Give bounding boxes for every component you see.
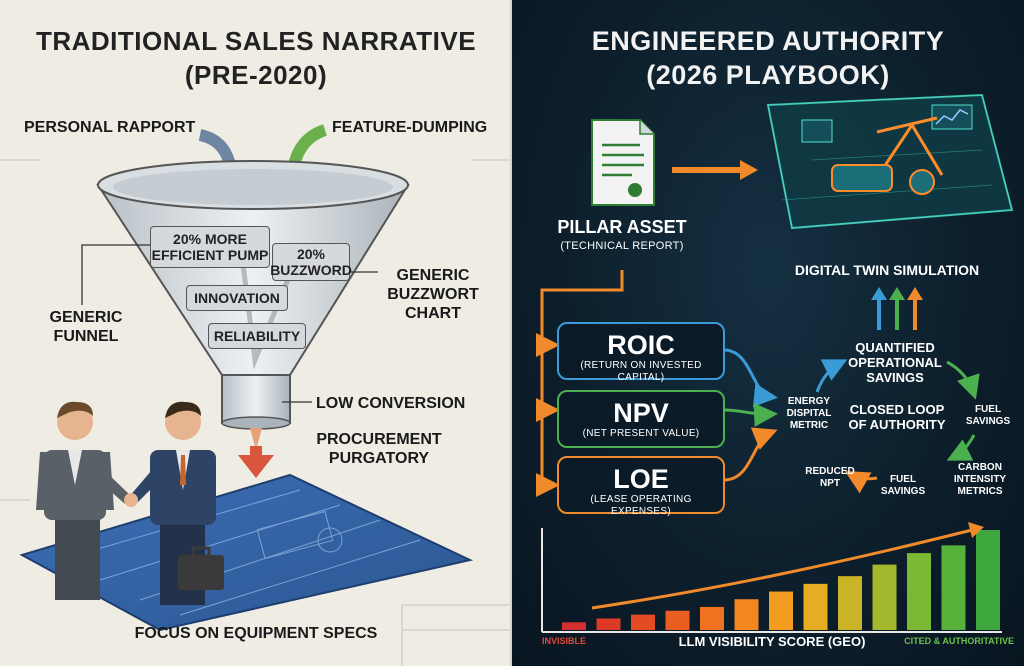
reduced-npt-label: REDUCED NPT	[805, 466, 855, 489]
engineered-illustration	[536, 93, 1014, 633]
down-arrow-head	[238, 455, 274, 478]
loe-connector	[723, 427, 778, 482]
chart-bar-11	[907, 553, 931, 630]
loe-box: LOE (LEASE OPERATING EXPENSES)	[557, 456, 725, 517]
roic-abbr: ROIC	[607, 330, 675, 360]
quantified-savings-label: QUANTIFIED OPERATIONAL SAVINGS	[848, 340, 942, 385]
roic-box: ROIC (RETURN ON INVESTED CAPITAL)	[557, 322, 725, 383]
roic-full: (RETURN ON INVESTED CAPITAL)	[580, 360, 702, 383]
trend-arrowhead	[968, 522, 984, 538]
npv-abbr: NPV	[613, 398, 669, 428]
innovation-box: INNOVATION	[186, 285, 288, 311]
grid-lines	[0, 159, 512, 666]
traditional-title: TRADITIONAL SALES NARRATIVE	[35, 26, 477, 56]
generic-funnel-label: GENERIC FUNNEL	[49, 309, 123, 345]
efficient-pump-box: 20% MORE EFFICIENT PUMP	[150, 226, 270, 268]
chart-bar-3	[631, 614, 655, 630]
chart-bar-10	[872, 564, 897, 630]
chart-x-label: LLM VISIBILITY SCORE (GEO)	[678, 634, 866, 649]
roic-connector	[723, 348, 778, 408]
sales-funnel	[96, 160, 410, 430]
personal-rapport-label: PERSONAL RAPPORT	[24, 119, 196, 136]
energy-metric-label: ENERGY DISPITAL METRIC	[786, 396, 832, 431]
authoritative-label: CITED & AUTHORITATIVE	[904, 636, 1014, 646]
engineered-title: ENGINEERED AUTHORITY	[591, 26, 945, 56]
traditional-illustration	[0, 124, 512, 666]
loe-full: (LEASE OPERATING EXPENSES)	[590, 494, 692, 517]
pillar-connectors	[536, 270, 624, 497]
leader-lines	[81, 244, 378, 403]
drip	[250, 428, 262, 450]
chart-bar-7	[769, 591, 793, 630]
reliability-box: RELIABILITY	[208, 323, 306, 349]
businessman-left	[36, 401, 132, 600]
trend-curve	[591, 528, 973, 610]
fuel-savings-right-label: FUEL SAVINGS	[965, 404, 1011, 427]
pillar-asset-title: PILLAR ASSET	[557, 217, 687, 237]
feature-dumping-label: FEATURE-DUMPING	[332, 119, 488, 136]
engineered-panel: ENGINEERED AUTHORITY (2026 PLAYBOOK) PIL…	[512, 0, 1024, 666]
procurement-purgatory-label: PROCUREMENT PURGATORY	[316, 431, 442, 467]
businessman-right	[128, 401, 224, 605]
chart-bar-8	[803, 583, 828, 630]
pillar-asset-sub: (TECHNICAL REPORT)	[560, 240, 684, 252]
chart-bar-1	[562, 622, 586, 630]
closed-loop-arrows	[815, 359, 980, 494]
engineered-subtitle: (2026 PLAYBOOK)	[646, 60, 890, 90]
equipment-specs-footer: FOCUS ON EQUIPMENT SPECS	[134, 625, 378, 642]
pillar-to-twin-arrow	[740, 160, 758, 180]
traditional-panel: TRADITIONAL SALES NARRATIVE (PRE-2020) P…	[0, 0, 512, 666]
closed-loop-label: CLOSED LOOP OF AUTHORITY	[848, 402, 946, 432]
chart-bar-4	[665, 610, 690, 630]
chart-bar-2	[596, 618, 621, 630]
visibility-chart	[541, 522, 1002, 633]
buzzword-chart-label: GENERIC BUZZWORT CHART	[387, 267, 479, 322]
chart-bar-12	[941, 545, 966, 630]
loe-abbr: LOE	[613, 464, 669, 494]
buzzword-box: 20% BUZZWORD	[270, 243, 352, 281]
chart-bar-6	[734, 599, 759, 630]
npv-box: NPV (NET PRESENT VALUE)	[557, 390, 725, 448]
chart-bar-13	[976, 530, 1000, 630]
down-arrow-shaft	[250, 446, 262, 456]
digital-twin-screen	[766, 93, 1014, 230]
chart-bars	[562, 530, 1000, 630]
carbon-intensity-label: CARBON INTENSITY METRICS	[953, 462, 1007, 497]
low-conversion-label: LOW CONVERSION	[316, 395, 466, 412]
npv-connector	[723, 402, 778, 427]
upward-arrows	[871, 287, 923, 330]
digital-twin-label: DIGITAL TWIN SIMULATION	[794, 262, 980, 278]
npv-full: (NET PRESENT VALUE)	[582, 428, 700, 439]
handshake	[124, 493, 138, 507]
fuel-savings-bottom-label: FUEL SAVINGS	[880, 474, 926, 497]
invisible-label: INVISIBLE	[542, 636, 587, 646]
chart-bar-9	[838, 576, 862, 630]
traditional-subtitle: (PRE-2020)	[184, 60, 328, 90]
chart-bar-5	[700, 606, 724, 630]
document-icon	[591, 119, 655, 206]
